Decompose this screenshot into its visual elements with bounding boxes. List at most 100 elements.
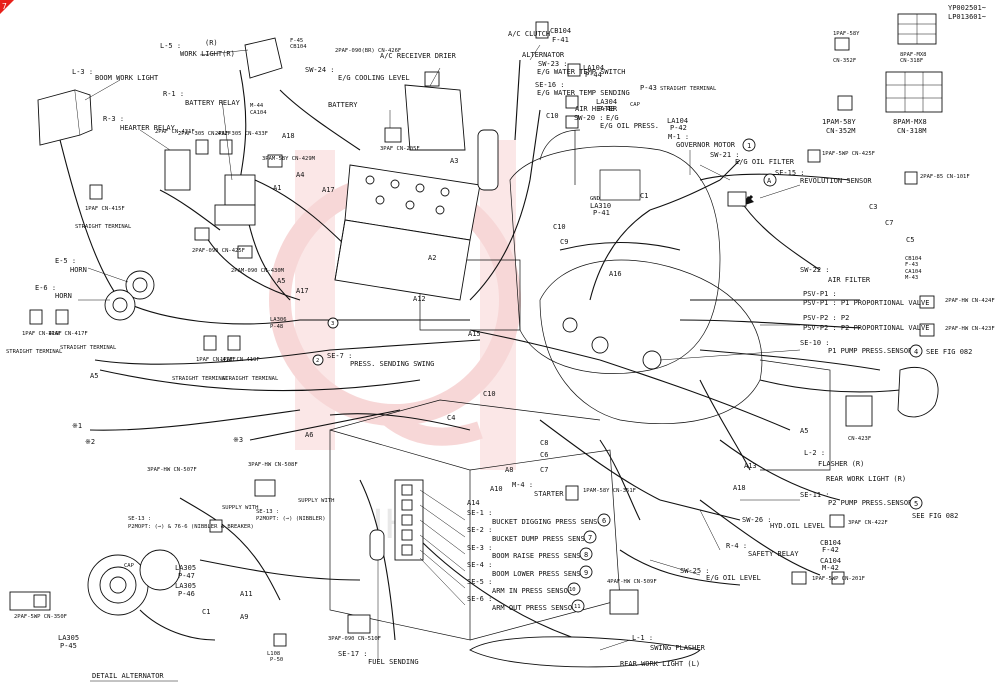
label-m44: M-44 (250, 103, 264, 109)
connector-cn352m-label: CN-352M (826, 127, 856, 135)
label-se13-a: SE-13 : (128, 516, 151, 522)
label-circ2: 2 (316, 358, 319, 364)
label-f42: F-42 (822, 546, 839, 554)
label-m4: M-4 : (512, 481, 533, 489)
label-m1: M-1 : (668, 133, 689, 141)
label-circ8: 8 (584, 551, 588, 559)
label-rear-work-light-r: REAR WORK LIGHT (R) (826, 475, 906, 483)
label-m42: M-42 (822, 564, 839, 572)
label-a8: A8 (505, 466, 513, 474)
label-se1: SE-1 : (467, 509, 492, 517)
label-c6: C6 (540, 451, 548, 459)
label-cn425f: 2PAF-090 CN-425F (192, 248, 245, 254)
label-a11: A11 (240, 590, 253, 598)
label-la305-b: LA305 (175, 582, 196, 590)
label-f43: F-43 (905, 262, 918, 268)
label-circ1: 1 (747, 142, 751, 150)
work-light-right (244, 37, 283, 79)
label-cn351f: 1PAM-58Y CN-351F (583, 488, 636, 494)
revolution-sensor (727, 191, 754, 208)
label-ref-3: ※3 (233, 436, 243, 444)
label-se13-d: P2MOPT: (→) (NIBBLER) (256, 516, 326, 522)
label-se13-b: P2MOPT: (→) & 76-6 (NIBBLER & BREAKER) (128, 524, 254, 530)
label-la104-a: LA104 (583, 64, 604, 72)
label-l1: L-1 : (632, 634, 653, 642)
circle-marker-10 (567, 582, 581, 596)
label-cn201f: 1PAF-5WP CN-201F (812, 576, 865, 582)
label-se2: SE-2 : (467, 526, 492, 534)
connector-8paf-mx8-label: 8PAF-MX8 (900, 52, 927, 58)
label-eg-cooling-level: E/G COOLING LEVEL (338, 74, 410, 82)
label-bucket-dump: BUCKET DUMP PRESS SENSOR (492, 535, 594, 543)
label-boom-raise: BOOM RAISE PRESS SENSOR (492, 552, 590, 560)
connector-grid-8pin-m (885, 71, 943, 113)
circle-marker-1 (742, 138, 756, 152)
label-ca104: CA104 (250, 110, 267, 116)
label-a5-mid: A5 (277, 277, 285, 285)
label-flasher-r: FLASHER (R) (818, 460, 864, 468)
label-p41: P-41 (593, 209, 610, 217)
label-f45: F-45 (290, 38, 303, 44)
circle-marker-9 (579, 565, 593, 579)
label-se3: SE-3 : (467, 544, 492, 552)
label-cn430m: 2PAM-090 CN-430M (231, 268, 285, 274)
label-a4: A4 (296, 171, 304, 179)
label-a14: A14 (467, 499, 480, 507)
label-cn507f: 3PAF-HW CN-507F (147, 467, 197, 473)
horn-e6 (104, 289, 136, 321)
label-ref-1: ※1 (72, 422, 82, 430)
label-p2-prop-valve: PSV-P2 : P2 PROPORTIONAL VALVE (803, 324, 929, 332)
label-fuel-sending: FUEL SENDING (368, 658, 419, 666)
swing-flasher (469, 636, 701, 668)
label-a3: A3 (450, 157, 458, 165)
label-p45: P-45 (60, 642, 77, 650)
label-a1: A1 (273, 184, 281, 192)
label-se10: SE-10 : (800, 339, 830, 347)
label-governor-motor: GOVERNOR MOTOR (676, 141, 736, 149)
label-straight-1: STRAIGHT TERMINAL (75, 224, 132, 230)
label-circ9: 9 (584, 569, 588, 577)
label-cn350f: 2PAF-5WP CN-350F (14, 614, 67, 620)
label-revolution-sensor: REVOLUTION SENSOR (800, 177, 872, 185)
label-c5: C5 (906, 236, 914, 244)
label-l5-r: (R) (205, 39, 218, 47)
label-ca104-b: CA104 (905, 269, 922, 275)
badge-number: 7 (2, 2, 7, 11)
label-m43: M-43 (905, 275, 918, 281)
label-eg-oil-filter: E/G OIL FILTER (735, 158, 795, 166)
connector-1pin-m (837, 95, 853, 111)
label-circ5: 5 (914, 500, 918, 508)
corner-badge: 7 (0, 0, 14, 14)
label-p48-a: P-48 (270, 324, 283, 330)
label-horn-e5: HORN (70, 266, 87, 274)
label-cap: CAP (630, 102, 641, 108)
connector-1paf-58y-label: 1PAF-58Y (833, 31, 860, 37)
label-a6: A6 (305, 431, 313, 439)
label-swing-flasher: SWING FLASHER (650, 644, 706, 652)
label-a9: A9 (240, 613, 248, 621)
battery (334, 164, 481, 301)
label-se7: SE-7 : (327, 352, 352, 360)
label-straight-3: STRAIGHT TERMINAL (60, 345, 117, 351)
label-se11: SE-11 : (800, 491, 830, 499)
rear-work-light-right (897, 366, 939, 418)
label-hearter-relay: HEARTER RELAY (120, 124, 176, 132)
label-c8: C8 (540, 439, 548, 447)
label-circ7: 7 (588, 534, 592, 542)
label-cap-alt: CAP (124, 563, 135, 569)
label-circ4: 4 (914, 348, 918, 356)
horn-e5 (125, 270, 155, 300)
label-supply-with-b: SUPPLY WITH (298, 498, 334, 504)
label-cn418f: 1PAF CN-418F (196, 357, 236, 363)
label-c9: C9 (560, 238, 568, 246)
label-cb104-c: CB104 (905, 256, 922, 262)
labels: 1PAF-58Y CN-352F 8PAF-MX8 CN-318F 1PAM-5… (6, 27, 995, 682)
label-bucket-digging: BUCKET DIGGING PRESS SENSOR (492, 518, 607, 526)
coolant-reservoir (404, 71, 466, 151)
label-l108: L108 (267, 651, 280, 657)
label-psv-p1: PSV-P1 : (803, 290, 837, 298)
label-se13-c: SE-13 : (256, 509, 279, 515)
hearter-relay (164, 149, 191, 191)
label-eg-oil-press: E/G OIL PRESS. (600, 122, 659, 130)
label-a5-left: A5 (90, 372, 98, 380)
